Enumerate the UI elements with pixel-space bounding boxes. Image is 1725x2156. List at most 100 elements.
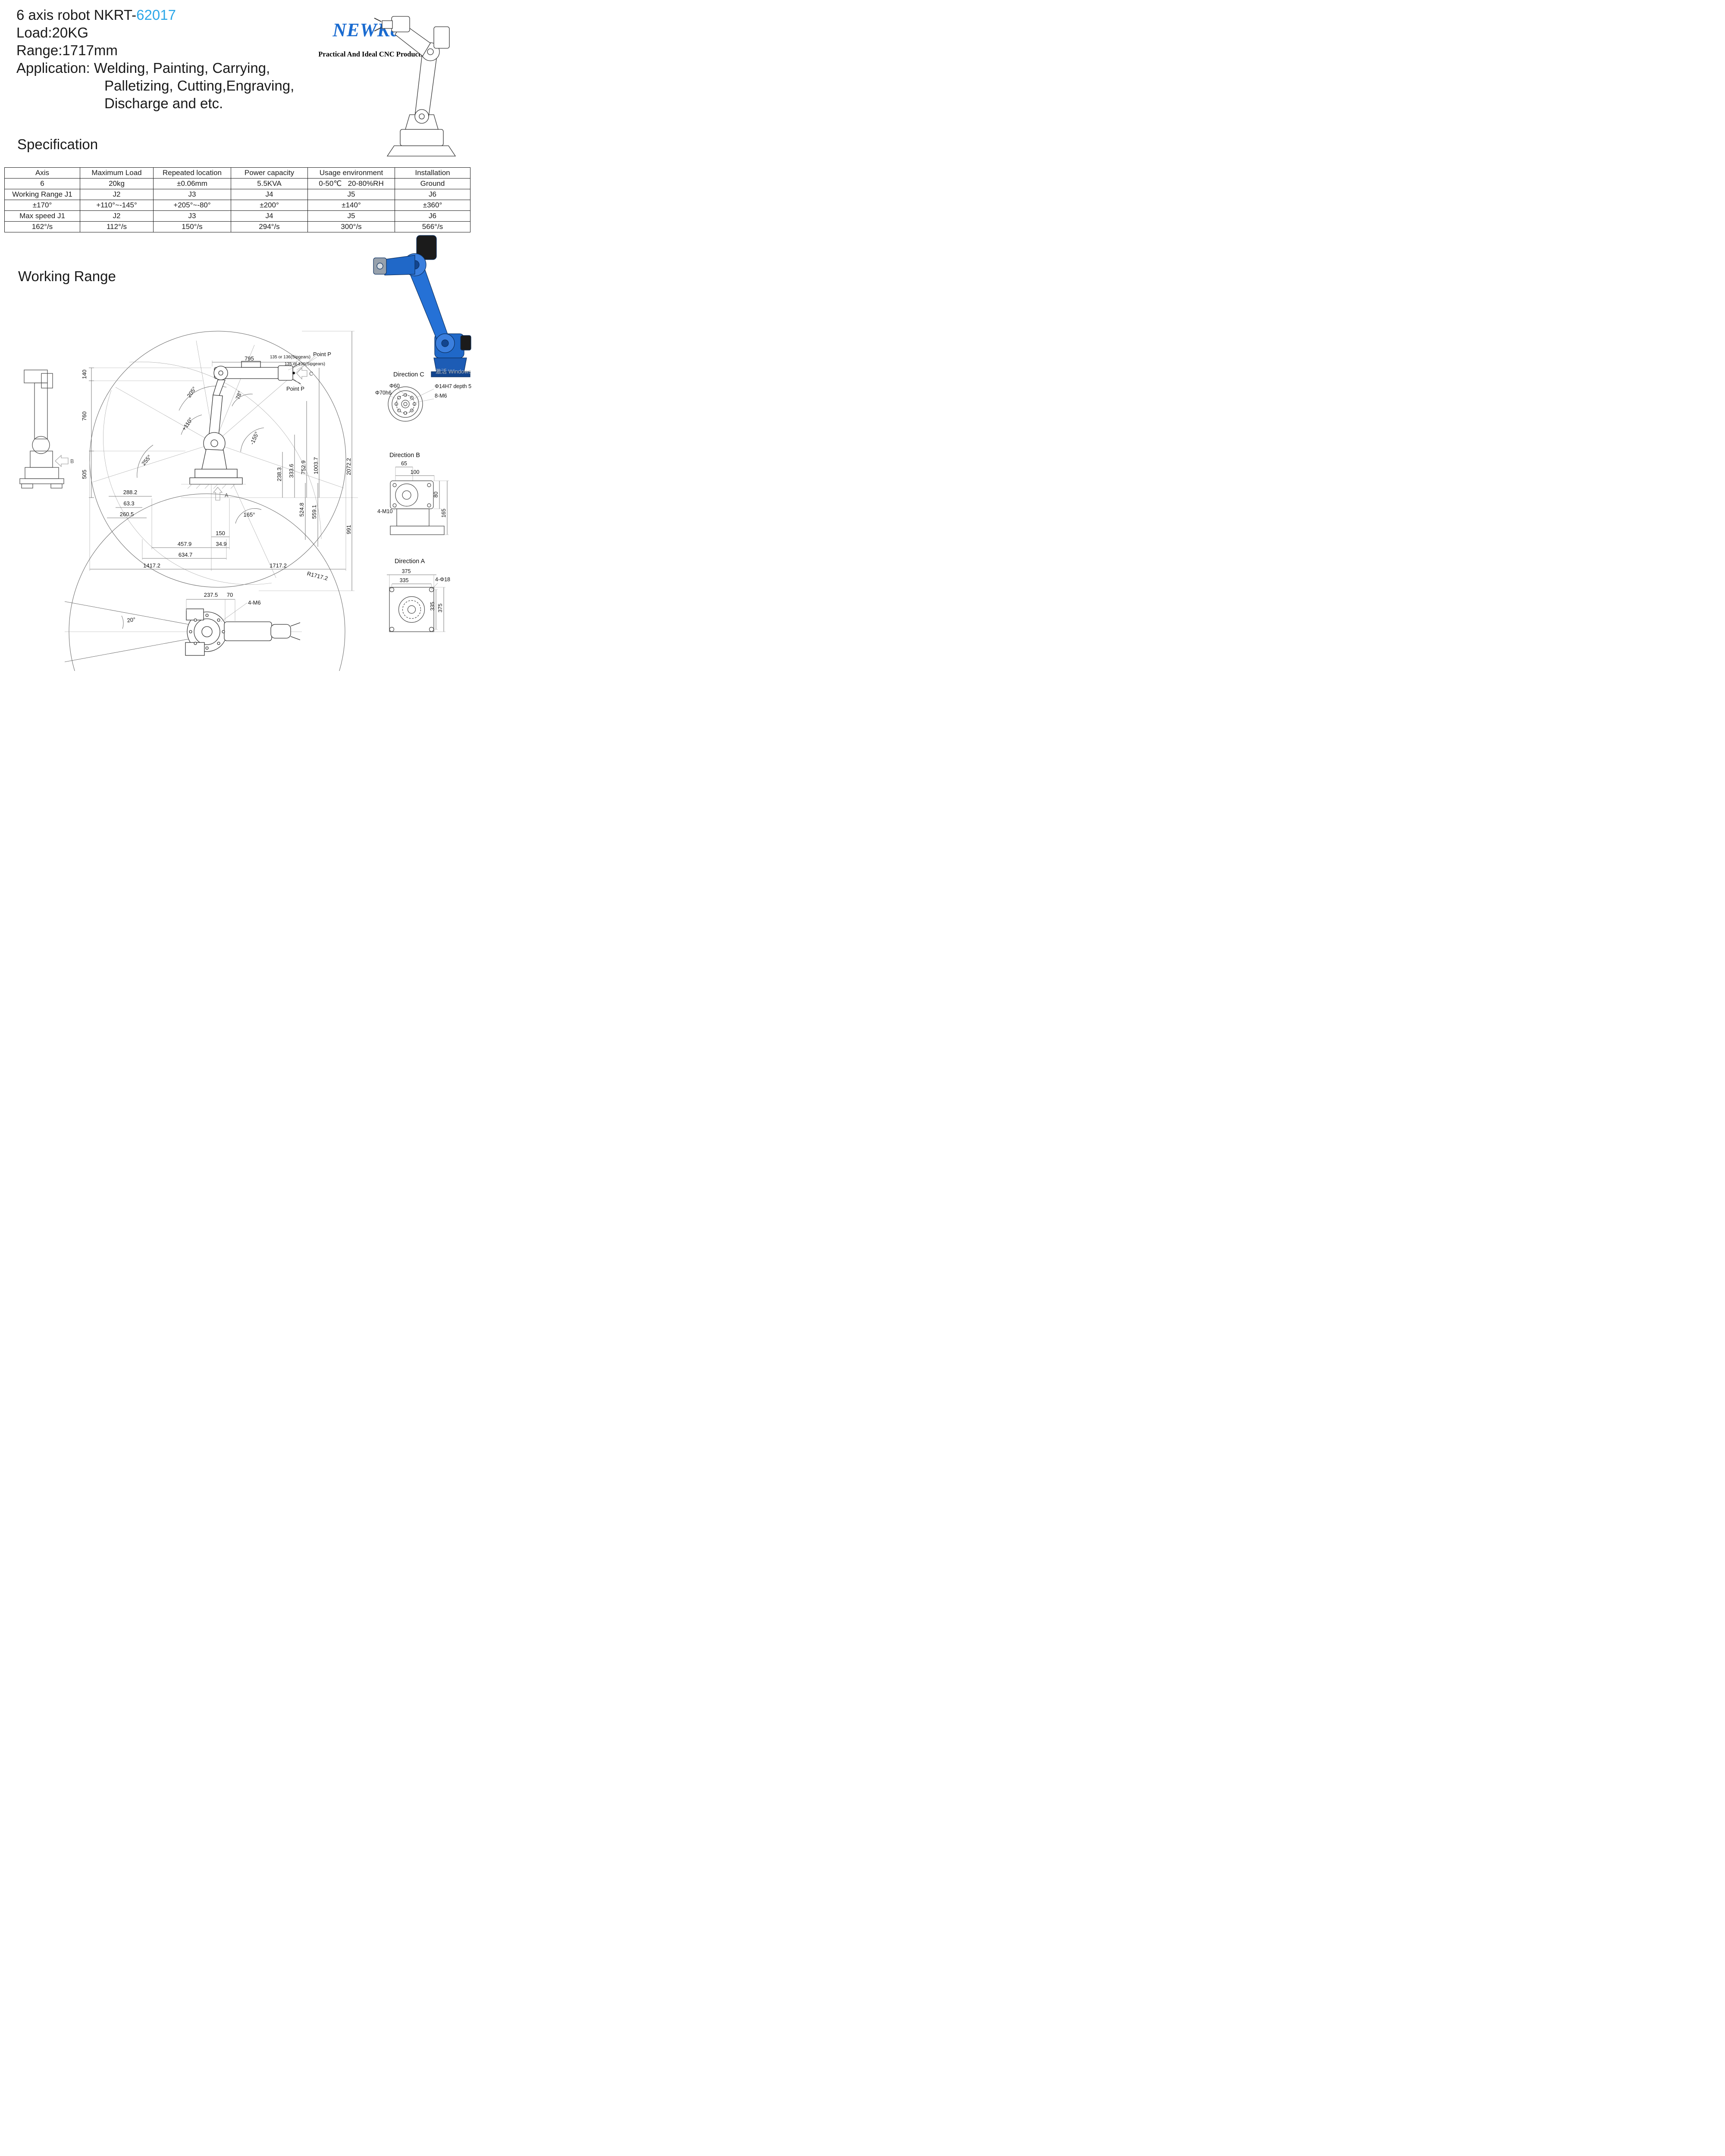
dim-label-150: 150 bbox=[216, 530, 225, 536]
flange-label-d70h6: Φ70h6 bbox=[375, 390, 392, 396]
table-cell: 6 bbox=[4, 178, 80, 189]
application-line-2: Palletizing, Cutting,Engraving, bbox=[104, 78, 295, 94]
direction-a-marker: A bbox=[225, 492, 229, 498]
sipgears-label-1: 135 or 136(Sipgears) bbox=[270, 355, 310, 360]
dim-label-1417-2: 1417.2 bbox=[143, 562, 160, 569]
flange-label-d60: Φ60 bbox=[389, 383, 400, 389]
direction-c-marker: C bbox=[309, 371, 313, 377]
table-cell: 150°/s bbox=[153, 221, 231, 232]
table-cell: 566°/s bbox=[395, 221, 470, 232]
robot-line-art-body bbox=[374, 16, 456, 157]
direction-c-panel: Direction C Φ60 Φ14H7 depth 5 Φ70h6 8-M6 bbox=[375, 371, 471, 422]
direction-b-panel: Direction B 65 100 4-M10 80 165 bbox=[377, 452, 449, 535]
robot-line-art bbox=[374, 16, 456, 157]
dim-label-2072-2: 2072.2 bbox=[345, 458, 352, 475]
table-cell: +205°~-80° bbox=[153, 200, 231, 211]
robot-photo-blue: 激活 Windows bbox=[373, 235, 471, 377]
dim-label-165: 165 bbox=[441, 509, 447, 518]
table-cell: J3 bbox=[153, 189, 231, 200]
angle-arcs bbox=[137, 385, 264, 524]
page-title: 6 axis robot NKRT-62017 bbox=[16, 6, 294, 24]
table-cell: Ground bbox=[395, 178, 470, 189]
table-cell: 294°/s bbox=[231, 221, 308, 232]
dim-label-288-2: 288.2 bbox=[123, 489, 138, 495]
robot-top-view bbox=[64, 493, 345, 671]
title-prefix: 6 axis robot NKRT- bbox=[16, 7, 137, 23]
bolt-label-4-m6: 4-M6 bbox=[248, 599, 261, 606]
blue-robot-body bbox=[373, 235, 471, 377]
dim-label-333-6: 333.6 bbox=[288, 464, 295, 478]
dim-label-238-3: 238.3 bbox=[276, 467, 282, 482]
table-cell: J5 bbox=[307, 189, 395, 200]
flange-leader-lines bbox=[389, 389, 434, 403]
bolt-label-4-d18: 4-Φ18 bbox=[435, 577, 450, 583]
dim-label-335-side: 335 bbox=[430, 602, 436, 611]
flange-drawing bbox=[388, 386, 423, 422]
dim-label-524-8: 524.8 bbox=[298, 503, 305, 517]
table-cell: ±140° bbox=[307, 200, 395, 211]
table-cell: +110°~-145° bbox=[80, 200, 154, 211]
dim-label-70: 70 bbox=[227, 592, 233, 598]
application-line-3: Discharge and etc. bbox=[104, 95, 223, 111]
spec-sheet-page: 6 axis robot NKRT-62017 Load:20KG Range:… bbox=[0, 0, 474, 671]
table-cell: Usage environment bbox=[307, 167, 395, 179]
flange-label-8-m6: 8-M6 bbox=[435, 393, 447, 399]
working-range-heading: Working Range bbox=[18, 268, 116, 284]
angle-label-110: +110° bbox=[181, 416, 194, 432]
dim-label-260-5: 260.5 bbox=[120, 511, 134, 517]
angle-label-155: -155° bbox=[249, 431, 260, 446]
dim-label-752-9: 752.9 bbox=[300, 461, 307, 475]
dim-label-795: 795 bbox=[245, 355, 254, 362]
table-cell: Power capacity bbox=[231, 167, 308, 179]
application-line-1: Application: Welding, Painting, Carrying… bbox=[16, 60, 270, 76]
angle-label-165: 165° bbox=[244, 511, 255, 518]
table-cell: J5 bbox=[307, 210, 395, 222]
table-row: ±170°+110°~-145°+205°~-80°±200°±140°±360… bbox=[4, 200, 470, 211]
angle-label-78: 78° bbox=[234, 390, 243, 401]
table-cell: 112°/s bbox=[80, 221, 154, 232]
flange-label-d14h7: Φ14H7 depth 5 bbox=[435, 383, 471, 389]
dim-label-63-3: 63.3 bbox=[123, 500, 134, 507]
dim-label-991: 991 bbox=[345, 525, 352, 534]
dim-label-634-7: 634.7 bbox=[179, 552, 193, 558]
point-p-label-1: Point P bbox=[313, 351, 331, 357]
table-cell: J4 bbox=[231, 210, 308, 222]
base-plate-drawing bbox=[389, 587, 434, 632]
direction-b-arrow bbox=[55, 454, 69, 467]
dimension-lines bbox=[89, 331, 358, 591]
dim-label-760: 760 bbox=[81, 411, 88, 421]
robot-front-view bbox=[189, 361, 301, 485]
direction-a-arrow bbox=[213, 487, 223, 501]
dim-label-100: 100 bbox=[411, 469, 420, 475]
dim-label-80: 80 bbox=[433, 492, 439, 498]
title-model-number: 62017 bbox=[136, 7, 176, 23]
working-envelope bbox=[89, 331, 346, 588]
table-cell: Installation bbox=[395, 167, 470, 179]
direction-a-title: Direction A bbox=[395, 558, 425, 565]
dim-label-1717-2: 1717.2 bbox=[270, 562, 287, 569]
table-cell: 0-50℃ 20-80%RH bbox=[307, 178, 395, 189]
point-p-dot bbox=[292, 372, 295, 374]
dim-label-1003-7: 1003.7 bbox=[313, 457, 319, 474]
dim-label-457-9: 457.9 bbox=[178, 541, 192, 547]
table-cell: J6 bbox=[395, 189, 470, 200]
table-cell: 20kg bbox=[80, 178, 154, 189]
table-cell: J2 bbox=[80, 189, 154, 200]
table-cell: 162°/s bbox=[4, 221, 80, 232]
table-cell: J6 bbox=[395, 210, 470, 222]
direction-a-panel: Direction A 375 335 4-Φ18 335 375 bbox=[387, 558, 450, 632]
table-cell: ±200° bbox=[231, 200, 308, 211]
table-cell: ±0.06mm bbox=[153, 178, 231, 189]
table-cell: J3 bbox=[153, 210, 231, 222]
specification-heading: Specification bbox=[17, 136, 98, 152]
table-cell: J4 bbox=[231, 189, 308, 200]
bolt-label-4-m10: 4-M10 bbox=[377, 508, 392, 514]
side-mount-drawing bbox=[390, 480, 445, 535]
dim-label-505: 505 bbox=[81, 470, 88, 479]
radius-label-r1717-2: R1717.2 bbox=[306, 570, 328, 581]
point-p-label-2: Point P bbox=[286, 385, 304, 392]
